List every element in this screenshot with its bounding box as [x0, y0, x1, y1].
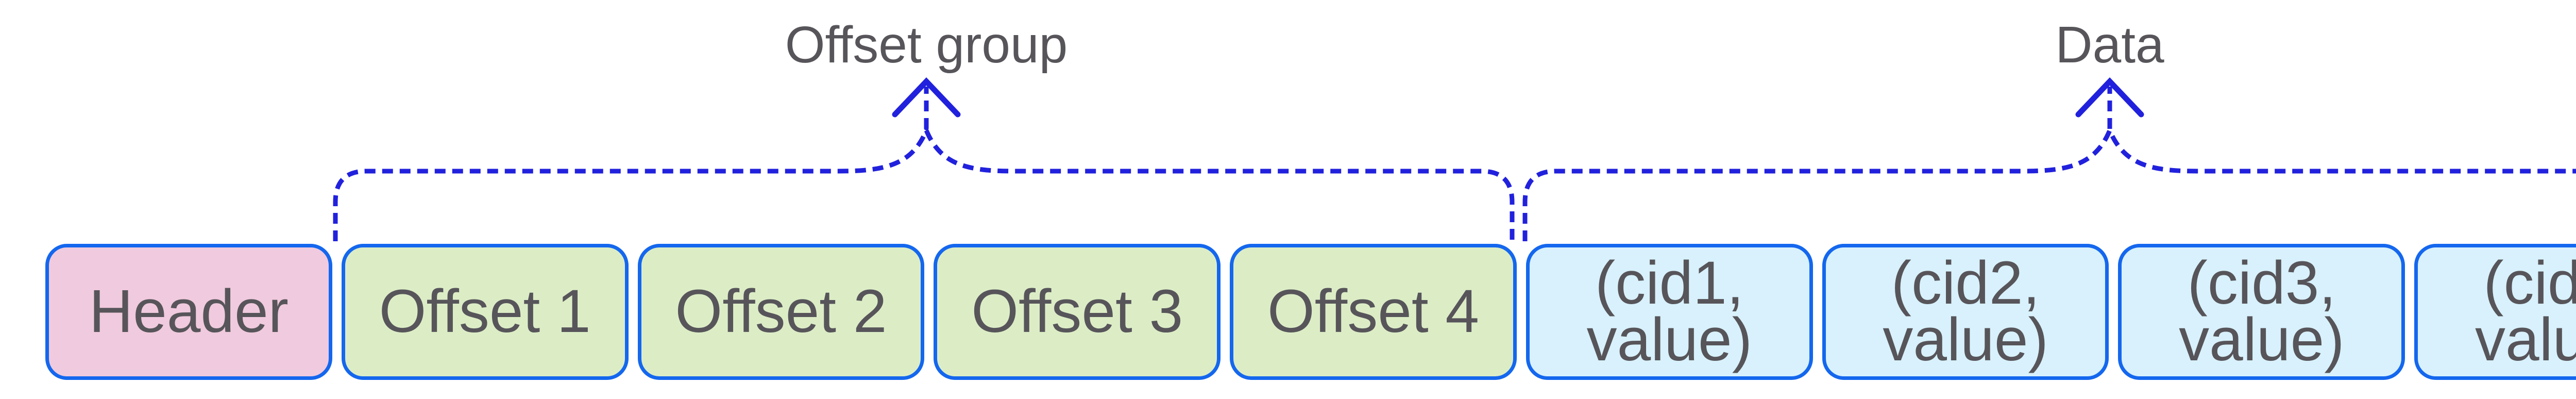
block-data-2: (cid2,value) — [1822, 244, 2109, 380]
block-data-4-line: value) — [2475, 306, 2576, 374]
block-offset-2: Offset 2 — [637, 244, 925, 380]
block-data-4: (cid4,value) — [2414, 244, 2576, 380]
block-offset-2-line: Offset 2 — [675, 277, 887, 346]
block-header-line: Header — [89, 277, 289, 346]
offset-group-arrowhead-icon — [892, 77, 961, 118]
block-row: Header Offset 1 Offset 2 Offset 3 Offset 4 (c… — [45, 244, 2576, 380]
data-brace — [1522, 124, 2576, 241]
block-offset-3-line: Offset 3 — [971, 277, 1183, 346]
offset-group-label: Offset group — [785, 16, 1068, 74]
block-offset-1: Offset 1 — [341, 244, 629, 380]
offset-group-brace — [333, 124, 1515, 241]
block-data-1-line: (cid1, — [1595, 249, 1744, 318]
block-data-3-line: value) — [2179, 306, 2345, 374]
block-data-2-line: (cid2, — [1891, 249, 2040, 318]
block-offset-4-line: Offset 4 — [1267, 277, 1480, 346]
block-offset-4: Offset 4 — [1230, 244, 1517, 380]
block-data-3-line: (cid3, — [2187, 249, 2336, 318]
block-header: Header — [45, 244, 332, 380]
block-data-1: (cid1,value) — [1526, 244, 1813, 380]
block-offset-3: Offset 3 — [934, 244, 1221, 380]
block-data-2-line: value) — [1883, 306, 2048, 374]
data-arrowhead-icon — [2075, 77, 2144, 118]
data-group-label: Data — [2055, 16, 2164, 74]
block-offset-1-line: Offset 1 — [379, 277, 591, 346]
block-data-4-line: (cid4, — [2483, 249, 2576, 318]
block-data-3: (cid3,value) — [2118, 244, 2405, 380]
block-data-1-line: value) — [1586, 306, 1752, 374]
